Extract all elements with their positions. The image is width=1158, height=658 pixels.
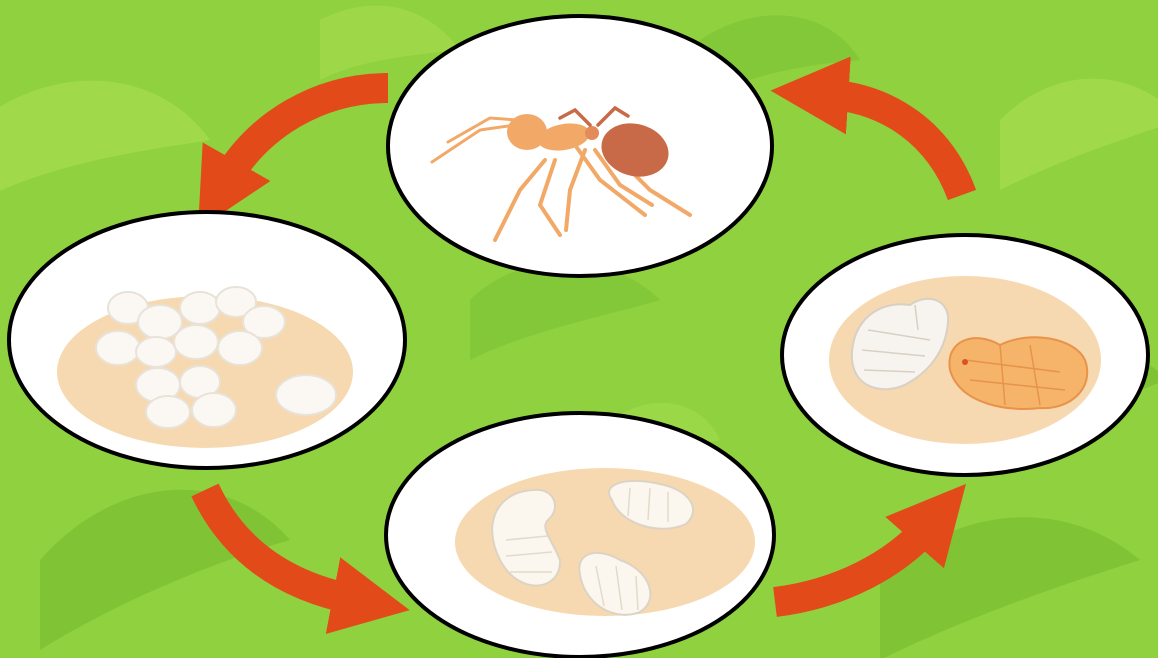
stage-larvae xyxy=(386,413,774,657)
stage-adult xyxy=(388,16,772,276)
stage-eggs xyxy=(9,212,405,468)
stage-pupae xyxy=(782,235,1148,475)
